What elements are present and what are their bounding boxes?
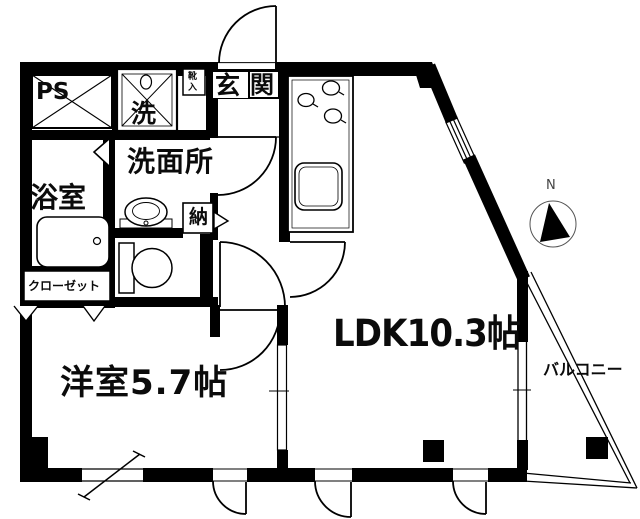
- window-slash: [77, 450, 146, 501]
- bathtub: [36, 216, 110, 268]
- bedroom-door-arc: [219, 309, 281, 371]
- south-door-arc-3: [452, 480, 487, 515]
- sliding-door: [269, 344, 289, 451]
- entrance-label-2: 関: [250, 71, 274, 99]
- diagonal-wall: [423, 63, 530, 282]
- entrance-label-block: [209, 70, 280, 138]
- diagonal-window: [445, 116, 476, 164]
- balcony-label: バルコニー: [543, 360, 623, 379]
- washroom-door-arc: [217, 136, 277, 196]
- kitchen-sink: [294, 162, 343, 211]
- storage-door-mark: [213, 210, 230, 231]
- western-room-label: 洋室5.7帖: [60, 363, 229, 403]
- compass-north-label: N: [546, 178, 556, 193]
- stove-burners: [297, 80, 347, 124]
- bathroom-label: 浴室: [30, 181, 87, 214]
- laundry-label: 洗: [131, 99, 157, 128]
- entrance-door-arc: [218, 5, 277, 64]
- ldk-label: LDK10.3帖: [333, 312, 521, 355]
- entrance-opening: [218, 62, 275, 70]
- balcony-pillar: [586, 437, 608, 459]
- south-window: [77, 450, 146, 501]
- faucet-icon: [139, 74, 153, 90]
- east-window: [513, 342, 531, 440]
- ps-duct-box: [31, 74, 113, 129]
- south-door-openings: [213, 468, 488, 482]
- pipe-space-label: PS: [36, 79, 70, 105]
- balcony-railing: [522, 271, 638, 489]
- entrance-label-1: 玄: [215, 71, 241, 100]
- toilet-door-arc: [219, 241, 286, 308]
- compass-north-needle: [540, 203, 570, 242]
- closet-door-marks: [13, 305, 106, 323]
- ldk-pillar: [423, 440, 444, 462]
- south-door-arc-2: [314, 480, 352, 518]
- storage-box: [182, 202, 230, 234]
- south-door-arc-1: [212, 480, 247, 515]
- toilet-fixture: [118, 242, 173, 294]
- washbasin: [119, 197, 173, 229]
- ldk-hall-door-arc: [289, 241, 346, 298]
- storage-label: 納: [189, 206, 209, 228]
- shoe-cabinet-label: 靴入: [186, 71, 196, 93]
- closet-box: [13, 270, 111, 323]
- compass: [529, 200, 577, 248]
- bathroom-folding-door-mark: [92, 138, 110, 167]
- shoe-cabinet-box: [182, 68, 206, 96]
- washing-machine-pan: [115, 67, 179, 133]
- closet-label: クローゼット: [28, 279, 101, 293]
- washroom-label: 洗面所: [127, 145, 215, 178]
